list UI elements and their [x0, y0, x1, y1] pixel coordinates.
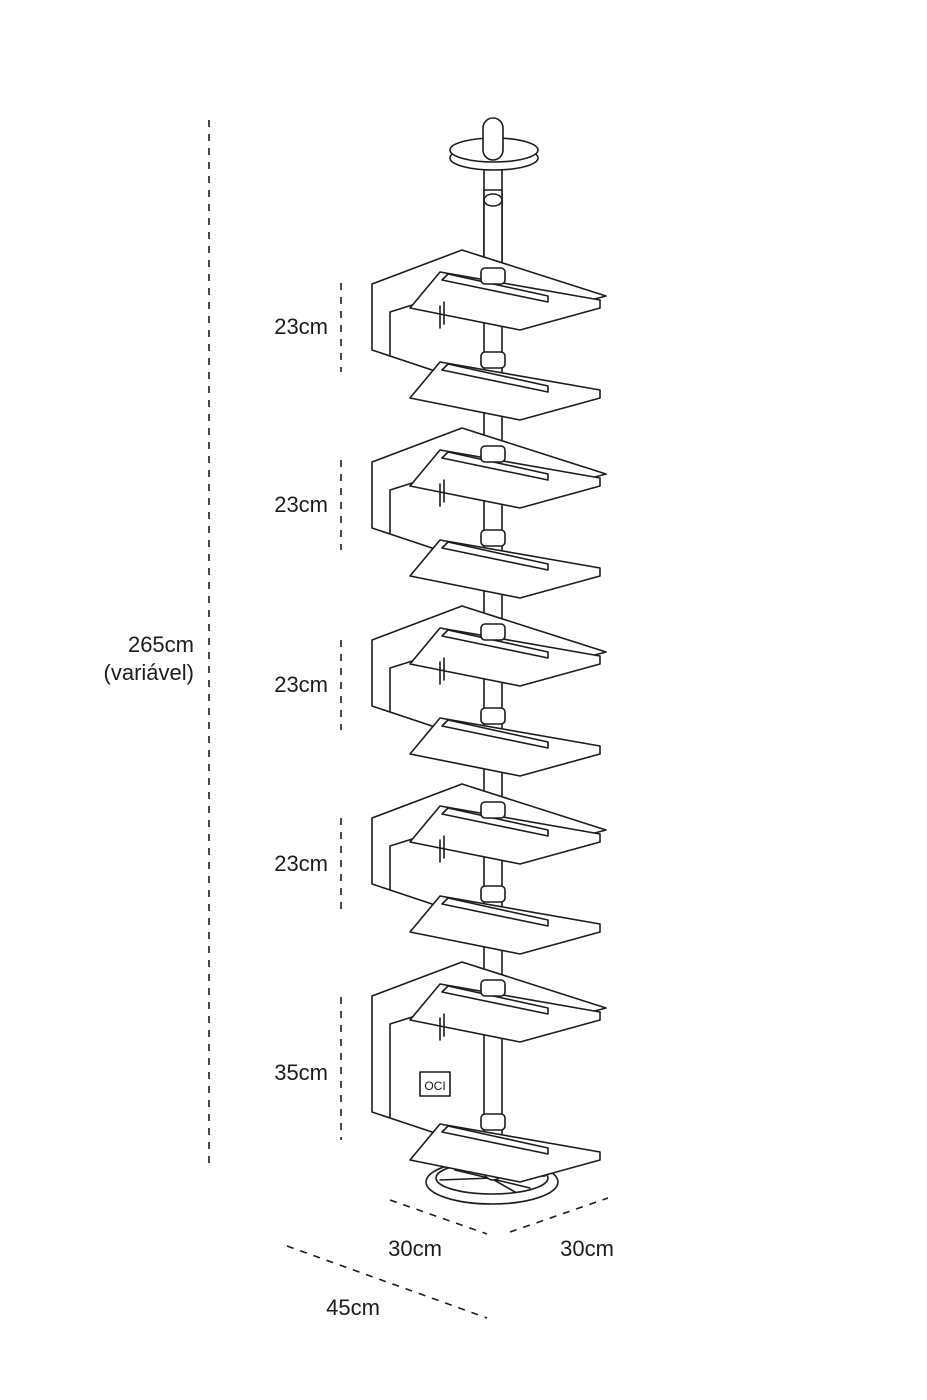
shelf-module-2-upper-slot: [441, 451, 549, 481]
shelf-module-3-upper-collar: [480, 623, 506, 641]
total-height-label: 265cm: [127, 632, 194, 657]
shelf-module-3-lower-tray: [409, 717, 601, 777]
shelf-module-3-upper-slot: [441, 629, 549, 659]
shelf-module-2-tab: [439, 479, 445, 507]
depth-left-label: 30cm: [388, 1236, 442, 1261]
shelf-module-2-upper-collar: [480, 445, 506, 463]
segment-5-label: 35cm: [274, 1060, 328, 1085]
shelf-module-3-upper-tray: [409, 627, 601, 687]
depth-left-dimension-line: [389, 1199, 488, 1235]
segment-3-label: 23cm: [274, 672, 328, 697]
logo-plate: [419, 1071, 451, 1097]
shelf-module-1-upper-tray: [409, 271, 601, 331]
top-pole-end: [482, 117, 504, 161]
shelf-module-1-upper-slot: [441, 273, 549, 303]
shelf-module-2-lower-collar: [480, 529, 506, 547]
depth-right-dimension-line: [509, 1197, 609, 1233]
shelf-module-1-lower-collar: [480, 351, 506, 369]
shelf-module-3-tab: [439, 657, 445, 685]
shelf-module-1-lower-slot: [441, 363, 549, 393]
shelf-module-5-tab: [439, 1013, 445, 1041]
base-width-label: 45cm: [326, 1295, 380, 1320]
segment-1-label: 23cm: [274, 314, 328, 339]
shelf-module-5-upper-tray: [409, 983, 601, 1043]
shelf-module-1-lower-tray: [409, 361, 601, 421]
shelf-module-4-lower-collar: [480, 885, 506, 903]
logo-text: OCI: [424, 1079, 445, 1093]
segment-4-label: 23cm: [274, 851, 328, 876]
shelf-module-4-upper-slot: [441, 807, 549, 837]
shelf-module-1-upper-collar: [480, 267, 506, 285]
total-height-note: (variável): [103, 660, 194, 685]
shelf-module-2-lower-tray: [409, 539, 601, 599]
shelf-module-5-lower-slot: [441, 1125, 549, 1155]
shelf-module-5-lower-collar: [480, 1113, 506, 1131]
depth-right-label: 30cm: [560, 1236, 614, 1261]
segment-2-label: 23cm: [274, 492, 328, 517]
shelf-module-2-lower-slot: [441, 541, 549, 571]
shelf-module-3-lower-slot: [441, 719, 549, 749]
shelf-module-5-upper-collar: [480, 979, 506, 997]
shelf-module-4-tab: [439, 835, 445, 863]
hook-knob: [483, 193, 503, 207]
shelf-module-4-upper-tray: [409, 805, 601, 865]
shelf-module-5-upper-slot: [441, 985, 549, 1015]
shelf-module-4-lower-tray: [409, 895, 601, 955]
shelf-module-5-lower-tray: [409, 1123, 601, 1183]
shelf-module-4-upper-collar: [480, 801, 506, 819]
shelf-module-1-tab: [439, 301, 445, 329]
shelf-module-2-upper-tray: [409, 449, 601, 509]
shelf-module-4-lower-slot: [441, 897, 549, 927]
shelf-module-3-lower-collar: [480, 707, 506, 725]
tower: OCI: [371, 117, 607, 1205]
